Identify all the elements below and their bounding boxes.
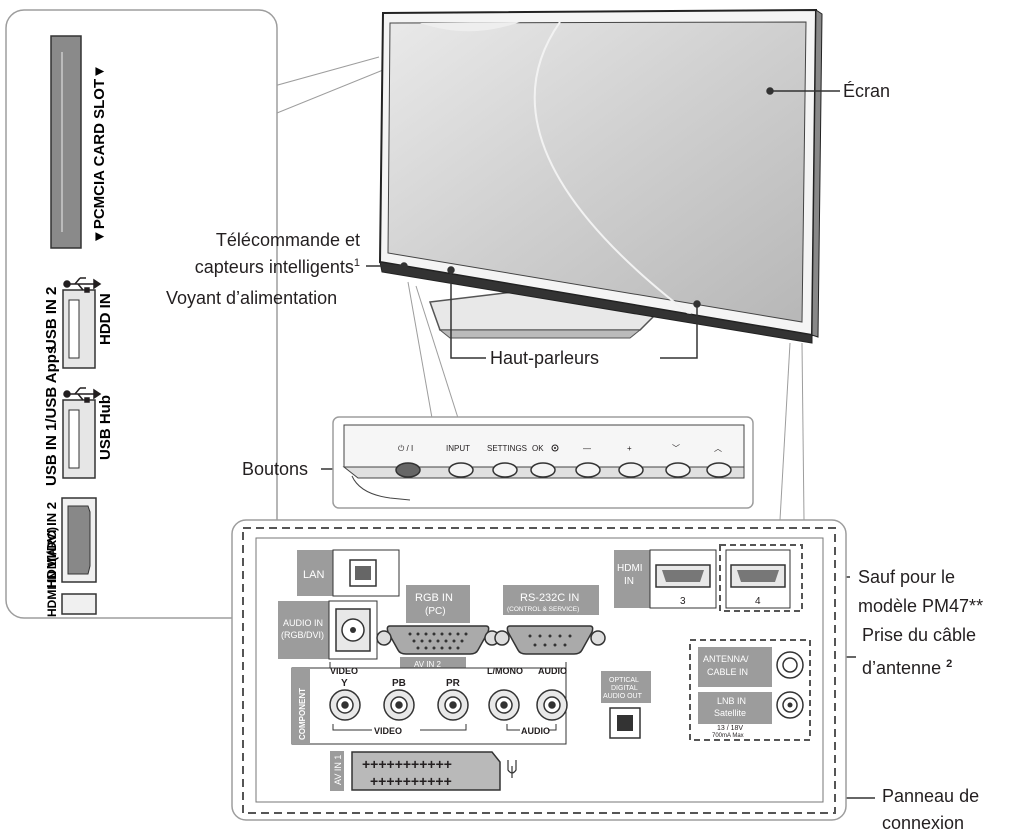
- lnb-label-3: 13 / 18V: [717, 725, 743, 732]
- audio-top-label: AUDIO: [538, 666, 567, 676]
- antenna-block: [689, 639, 811, 741]
- antenna-callout: Prise du câble d’antenne 2: [862, 624, 976, 680]
- hdmi-in-label: IN: [624, 576, 634, 587]
- except-line2: modèle PM47**: [858, 596, 984, 616]
- audio-in-block: [278, 600, 378, 660]
- rs232c-block: [494, 585, 606, 655]
- component-label: COMPONENT: [298, 688, 307, 740]
- strip-label-input: INPUT: [446, 444, 470, 453]
- usb-hub-label: USB Hub: [97, 395, 114, 460]
- optical-label-2: DIGITAL: [611, 685, 638, 692]
- footnote-2: 2: [946, 658, 953, 670]
- power-button: [395, 462, 421, 478]
- usb1-label: USB IN 1/USB Apps: [43, 346, 60, 486]
- antenna-line2: d’antenne 2: [862, 653, 976, 680]
- video-bottom-label: VIDEO: [374, 726, 402, 736]
- component-block: [291, 657, 568, 745]
- pb-label: PB: [392, 678, 406, 689]
- component-in-label: IN: [310, 706, 320, 715]
- hdmi-block: [614, 544, 803, 612]
- strip-label-ok: OK: [532, 444, 544, 453]
- ok-icon: [551, 444, 559, 452]
- optical-block: [601, 671, 651, 739]
- usb2-label: USB IN 2: [43, 287, 60, 350]
- optical-label-1: OPTICAL: [609, 677, 639, 684]
- rgb-in-sub-label: (PC): [425, 606, 446, 617]
- strip-buttons: [395, 462, 732, 478]
- footnote-1: 1: [353, 257, 360, 269]
- screen-callout: Écran: [843, 81, 891, 101]
- strip-label-plus: +: [627, 444, 632, 453]
- channel-up-button: [706, 462, 732, 478]
- audio-in-label: AUDIO IN: [283, 618, 323, 628]
- power-indicator-callout: Voyant d’alimentation: [166, 288, 338, 308]
- audio-bottom-label: AUDIO: [521, 726, 550, 736]
- hdmi4-label: 4: [755, 596, 761, 607]
- pr-label: PR: [446, 678, 461, 689]
- channel-down-button: [665, 462, 691, 478]
- rs232c-label: RS-232C IN: [520, 592, 579, 604]
- side-panel: [5, 9, 278, 619]
- tv-frame: [378, 8, 823, 344]
- remote-sensor-callout: Télécommande et capteurs intelligents1: [170, 229, 360, 279]
- strip-label-minus: —: [583, 444, 591, 453]
- svg-text:++++++++++: ++++++++++: [370, 773, 452, 789]
- volume-down-button: [575, 462, 601, 478]
- except-model-callout: Sauf pour le modèle PM47**: [858, 566, 983, 618]
- strip-labels: ⏻ / I INPUT SETTINGS OK — + ﹀ ︿: [398, 444, 722, 453]
- av-in1-label: AV IN 1: [333, 755, 343, 785]
- antenna-line1: Prise du câble: [862, 625, 977, 645]
- hdmi-label: HDMI: [617, 563, 643, 574]
- av-in1-block: +++++++++++ ++++++++++: [330, 751, 517, 791]
- hdmi1-label: HDMI IN 1(ARC): [45, 527, 59, 617]
- panel-line1: Panneau de: [882, 786, 980, 806]
- usb-icon: [63, 277, 102, 293]
- remote-callout-line2-text: capteurs intelligents: [194, 257, 354, 277]
- rgb-in-block: [376, 585, 500, 655]
- antenna-label-1: ANTENNA/: [703, 654, 749, 664]
- hdmi2-label: HDMI/DVI IN 2: [44, 502, 59, 588]
- antenna-label-2: CABLE IN: [707, 667, 748, 677]
- remote-callout-line2: capteurs intelligents1: [170, 252, 360, 279]
- hdd-in-label: HDD IN: [97, 293, 114, 345]
- pcmcia-label: ▼PCMCIA CARD SLOT▼: [91, 64, 108, 244]
- lan-label: LAN: [303, 569, 324, 581]
- strip-label-down: ﹀: [672, 444, 680, 453]
- ok-button: [530, 462, 556, 478]
- pcmcia-slot: [50, 35, 82, 249]
- except-line1: Sauf pour le: [858, 567, 956, 587]
- lnb-label-2: Satellite: [714, 708, 746, 718]
- hdmi3-label: 3: [680, 596, 686, 607]
- strip-label-power: ⏻ / I: [398, 444, 413, 453]
- av-in2-label: AV IN 2: [414, 660, 442, 669]
- input-button: [448, 462, 474, 478]
- scart-connector: [351, 751, 501, 791]
- strip-label-settings: SETTINGS: [487, 444, 527, 453]
- buttons-callout: Boutons: [242, 459, 309, 479]
- strip-label-up: ︿: [714, 444, 722, 453]
- usb-icon: [63, 387, 102, 403]
- lnb-label-1: LNB IN: [717, 696, 746, 706]
- antenna-line2-text: d’antenne: [862, 658, 942, 678]
- panel-line2: connexion: [882, 813, 965, 833]
- hdmi1-port-partial: [61, 593, 97, 615]
- rgb-in-label: RGB IN: [415, 592, 453, 604]
- volume-up-button: [618, 462, 644, 478]
- rs232c-connector: [506, 625, 594, 655]
- settings-button: [492, 462, 518, 478]
- lan-block: [297, 549, 400, 597]
- svg-text:+++++++++++: +++++++++++: [362, 756, 452, 772]
- audio-in-sub-label: (RGB/DVI): [281, 630, 324, 640]
- remote-callout-line1: Télécommande et: [215, 230, 360, 250]
- l-mono-label: L/MONO: [487, 666, 523, 676]
- lnb-label-4: 700mA Max: [712, 733, 744, 739]
- video-top-label: VIDEO: [330, 666, 358, 676]
- y-label: Y: [341, 678, 348, 689]
- optical-label-3: AUDIO OUT: [603, 693, 643, 700]
- speakers-callout: Haut-parleurs: [490, 348, 600, 368]
- rs232c-sub-label: (CONTROL & SERVICE): [507, 606, 579, 613]
